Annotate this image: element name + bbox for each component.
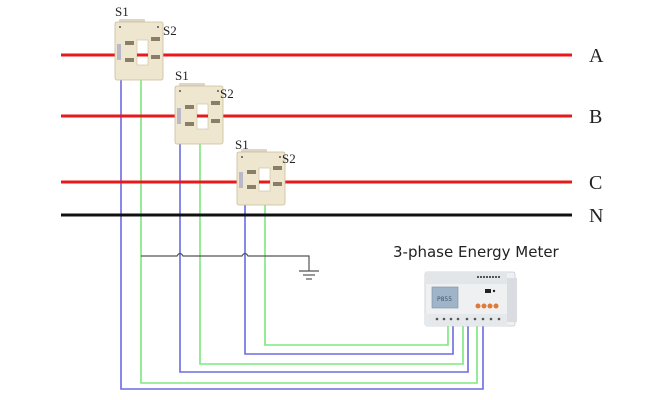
current-transformer-c: S1 S2	[235, 137, 296, 206]
ground-wire	[141, 252, 319, 280]
energy-meter: P855	[424, 271, 517, 327]
wire-b-s2	[199, 140, 464, 365]
current-transformer-a: S1 S2	[114, 4, 177, 81]
meter-lcd	[431, 286, 459, 309]
wire-a-s1	[120, 68, 484, 390]
ct-b-s1-label: S1	[175, 68, 189, 83]
meter-button-4[interactable]	[493, 303, 499, 309]
bus-label-a: A	[589, 45, 604, 67]
secondary-wires	[120, 68, 484, 390]
bottom-terminals	[435, 317, 501, 321]
ct-a-s2-label: S2	[163, 23, 177, 38]
bus-through-ct	[137, 53, 270, 184]
meter-button-2[interactable]	[481, 303, 487, 309]
bus-label-n: N	[589, 205, 603, 227]
meter-buttons	[475, 303, 499, 309]
meter-title: 3-phase Energy Meter	[393, 243, 560, 261]
ct-c-s1-label: S1	[235, 137, 249, 152]
ct-a-s1-label: S1	[115, 4, 129, 19]
bus-label-b: B	[589, 106, 602, 128]
current-transformer-b: S1 S2	[174, 68, 234, 145]
meter-lcd-text: P855	[437, 296, 452, 303]
ground-icon	[299, 270, 319, 280]
wire-a-s2	[140, 78, 478, 384]
bus-labels: A B C N	[589, 45, 604, 227]
ct-b-s2-label: S2	[220, 86, 234, 101]
wire-c-s2	[264, 205, 449, 346]
ct-c-s2-label: S2	[282, 151, 296, 166]
bus-label-c: C	[589, 172, 602, 194]
wire-c-s1	[244, 198, 454, 355]
ground-bus-wire	[141, 252, 310, 271]
top-terminals	[477, 276, 500, 278]
meter-button-3[interactable]	[487, 303, 493, 309]
meter-button-1[interactable]	[475, 303, 481, 309]
wire-b-s1	[179, 133, 469, 373]
